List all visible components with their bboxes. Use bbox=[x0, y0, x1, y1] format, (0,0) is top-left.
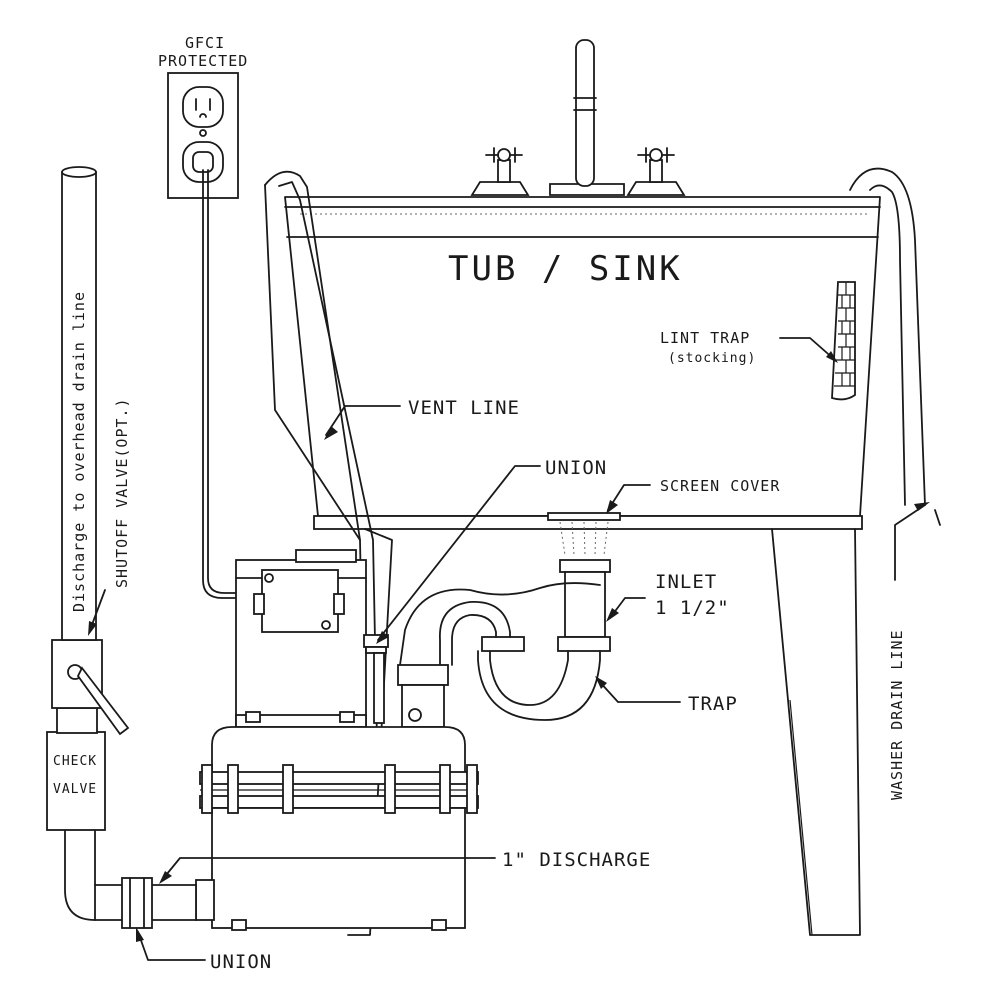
vent-line-label: VENT LINE bbox=[408, 397, 520, 419]
inlet-and-trap bbox=[399, 559, 611, 721]
washer-drain-label: WASHER DRAIN LINE bbox=[888, 629, 906, 800]
gfci-label-line2: PROTECTED bbox=[158, 52, 248, 70]
discharge-piping bbox=[46, 166, 197, 929]
vent-line bbox=[264, 170, 378, 741]
washer-drain-hose bbox=[849, 167, 941, 526]
pump-tank bbox=[195, 726, 479, 931]
check-valve-label-line2: VALVE bbox=[53, 782, 97, 797]
gfci-label-line1: GFCI bbox=[185, 34, 225, 52]
union-bottom-label: UNION bbox=[210, 951, 272, 973]
trap-label: TRAP bbox=[688, 693, 738, 715]
union-top-label: UNION bbox=[545, 457, 607, 479]
faucet bbox=[470, 39, 686, 196]
tub-sink-label: TUB / SINK bbox=[448, 249, 683, 289]
lint-trap-label: LINT TRAP bbox=[660, 329, 750, 347]
screen-cover-label: SCREEN COVER bbox=[660, 477, 780, 495]
power-cord bbox=[202, 169, 257, 599]
lint-trap-stocking bbox=[831, 281, 856, 401]
discharge-label: 1" DISCHARGE bbox=[502, 849, 651, 871]
vent-union bbox=[363, 634, 389, 724]
overhead-drain-label: Discharge to overhead drain line bbox=[70, 291, 88, 612]
inlet-label-line2: 1 1/2" bbox=[655, 597, 730, 619]
leader-lines bbox=[88, 337, 930, 961]
lint-trap-sublabel: (stocking) bbox=[668, 351, 756, 366]
tub-sink bbox=[284, 196, 881, 936]
screen-cover bbox=[547, 512, 621, 556]
pump-inlet-fitting bbox=[397, 664, 449, 728]
pump-motor bbox=[235, 549, 367, 728]
inlet-label-line1: INLET bbox=[655, 571, 717, 593]
check-valve-label-line1: CHECK bbox=[53, 754, 97, 769]
shutoff-valve-label: SHUTOFF VALVE(OPT.) bbox=[113, 397, 131, 588]
